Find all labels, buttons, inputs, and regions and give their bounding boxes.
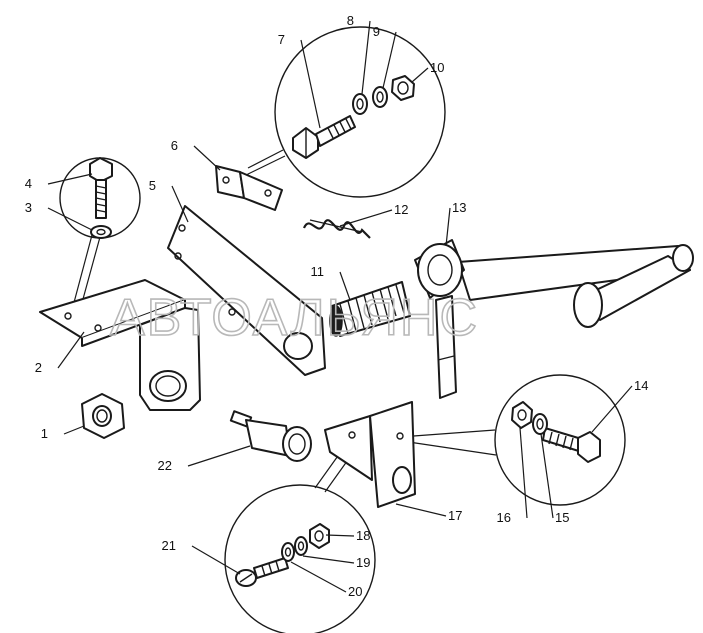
leader-line <box>519 427 528 519</box>
bolt-icon <box>542 427 601 463</box>
leader-line <box>339 209 393 227</box>
callout-label-20: 20 <box>348 584 362 599</box>
bolt-icon <box>329 281 411 337</box>
hex-nut-icon <box>511 401 533 429</box>
bracket-icon <box>39 279 201 411</box>
callout-label-4: 4 <box>25 176 32 191</box>
detail-circle-right <box>399 374 626 506</box>
leader-line <box>411 67 429 83</box>
hex-nut-icon <box>309 523 330 549</box>
hex-nut-icon <box>391 75 415 101</box>
leader-line <box>302 555 355 564</box>
spring-icon <box>302 219 371 239</box>
callout-label-11: 11 <box>311 264 325 279</box>
callout-label-5: 5 <box>149 178 156 193</box>
callout-label-17: 17 <box>448 508 462 523</box>
bolt-icon <box>292 115 356 159</box>
leader-line <box>361 20 371 95</box>
washer-icon <box>372 86 388 108</box>
lever-icon <box>414 239 694 399</box>
callout-label-6: 6 <box>171 138 178 153</box>
washer-icon <box>90 225 112 239</box>
callout-label-3: 3 <box>25 200 32 215</box>
bolt-icon <box>89 157 113 219</box>
leader-line <box>63 425 85 435</box>
leader-line <box>382 31 397 89</box>
callout-label-19: 19 <box>356 555 370 570</box>
leader-line <box>395 503 447 517</box>
leader-line <box>339 271 351 301</box>
washer-icon <box>294 536 308 556</box>
hex-nut-icon <box>81 393 125 439</box>
bracket-icon <box>215 165 283 211</box>
callout-label-2: 2 <box>35 360 42 375</box>
leader-line <box>47 207 93 231</box>
switch-icon <box>229 410 312 462</box>
callout-label-8: 8 <box>347 13 354 28</box>
leader-line <box>191 545 241 575</box>
leader-line <box>540 433 554 519</box>
leader-line <box>187 445 251 467</box>
bolt-icon <box>235 557 289 587</box>
leader-line <box>300 39 321 129</box>
callout-label-1: 1 <box>41 426 48 441</box>
leader-line <box>47 173 93 185</box>
callout-label-10: 10 <box>430 60 444 75</box>
leader-line <box>325 534 355 537</box>
callout-label-15: 15 <box>555 510 569 525</box>
washer-icon <box>532 413 548 435</box>
callout-label-18: 18 <box>356 528 370 543</box>
washer-icon <box>281 542 295 562</box>
leader-line <box>290 561 347 593</box>
leader-line <box>57 331 85 369</box>
washer-icon <box>352 93 368 115</box>
watermark: АВТОАЛЬЯНС <box>110 289 479 347</box>
lever-icon <box>167 205 326 376</box>
callout-label-9: 9 <box>373 24 380 39</box>
callout-label-7: 7 <box>278 32 285 47</box>
callout-label-22: 22 <box>158 458 172 473</box>
callout-label-13: 13 <box>452 200 466 215</box>
leader-line <box>171 185 189 223</box>
callout-label-12: 12 <box>394 202 408 217</box>
callout-label-16: 16 <box>497 510 511 525</box>
callout-label-21: 21 <box>162 538 176 553</box>
bracket-icon <box>324 401 416 508</box>
leader-line <box>591 385 633 433</box>
leader-line <box>445 207 451 247</box>
leader-line <box>193 145 221 171</box>
detail-circle-top <box>243 26 446 198</box>
callout-label-14: 14 <box>634 378 648 393</box>
